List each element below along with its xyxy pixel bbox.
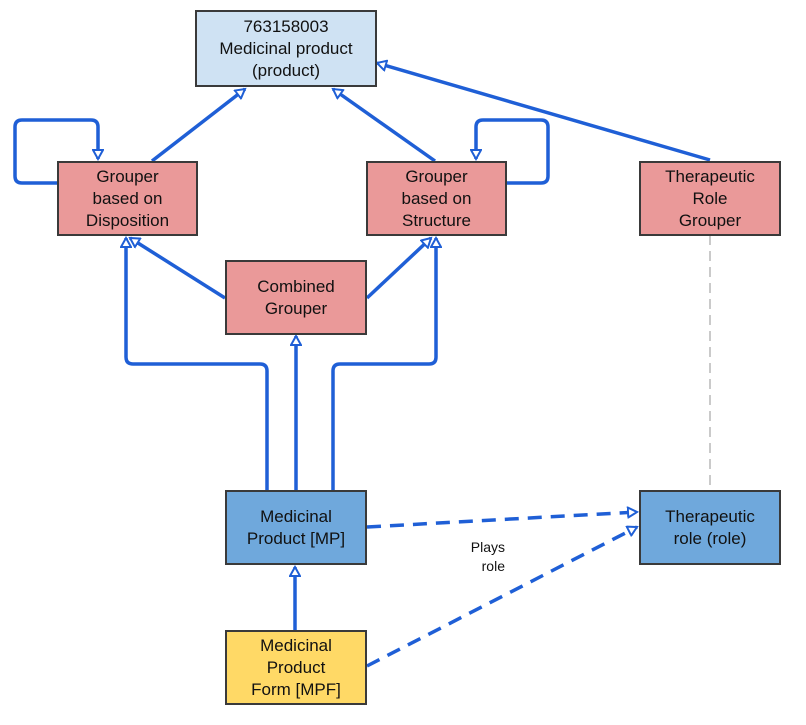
- node-label-line: based on: [401, 188, 472, 208]
- node-label-line: Structure: [402, 210, 471, 230]
- edge-combined-to-disposition: [130, 236, 226, 300]
- node-combined-grouper[interactable]: Combined Grouper: [225, 260, 367, 335]
- edge-structure-self-loop: [476, 118, 550, 185]
- edge-mp-to-disposition: [126, 238, 269, 490]
- node-label-line: Grouper: [264, 298, 328, 318]
- node-therapeutic-role[interactable]: Therapeutic role (role): [639, 490, 781, 565]
- edge-mpf-plays-role: [366, 525, 637, 668]
- node-label-line: Therapeutic: [665, 506, 755, 526]
- node-label-line: Grouper: [678, 210, 742, 230]
- node-label-line: Product: [266, 657, 326, 677]
- node-label-line: Disposition: [85, 210, 170, 230]
- node-label-line: Medicinal: [260, 506, 332, 526]
- node-medicinal-product-form-mpf[interactable]: Medicinal Product Form [MPF]: [225, 630, 367, 705]
- edge-structure-to-top: [333, 87, 437, 163]
- node-label-line: based on: [92, 188, 163, 208]
- edge-label-line: Plays: [470, 539, 505, 555]
- edge-mp-plays-role: [366, 512, 637, 529]
- node-label-line: Product [MP]: [246, 528, 346, 548]
- edge-label-plays-role: Plays role: [440, 538, 505, 576]
- node-label-line: Role: [692, 188, 728, 208]
- node-label-line: Form [MPF]: [251, 679, 341, 699]
- edge-mp-to-structure: [331, 238, 436, 490]
- node-label-line: Combined: [257, 276, 335, 296]
- edge-label-line: role: [481, 558, 505, 574]
- node-label-line: Therapeutic: [665, 166, 755, 186]
- node-grouper-disposition[interactable]: Grouper based on Disposition: [57, 161, 198, 236]
- edge-combined-to-structure: [365, 238, 431, 300]
- edge-disposition-self-loop: [13, 118, 98, 185]
- node-grouper-structure[interactable]: Grouper based on Structure: [366, 161, 507, 236]
- node-label-line: (product): [251, 60, 321, 80]
- edge-disposition-to-top: [150, 87, 245, 163]
- node-label-line: 763158003: [243, 16, 329, 36]
- node-medicinal-product-top[interactable]: 763158003 Medicinal product (product): [195, 10, 377, 87]
- node-label-line: Grouper: [405, 166, 468, 186]
- node-medicinal-product-mp[interactable]: Medicinal Product [MP]: [225, 490, 367, 565]
- node-label-line: Medicinal: [260, 635, 332, 655]
- edge-therapeutic-grouper-to-top: [377, 63, 711, 162]
- node-label-line: role (role): [673, 528, 747, 548]
- node-therapeutic-role-grouper[interactable]: Therapeutic Role Grouper: [639, 161, 781, 236]
- node-label-line: Grouper: [96, 166, 159, 186]
- node-label-line: Medicinal product: [219, 38, 353, 58]
